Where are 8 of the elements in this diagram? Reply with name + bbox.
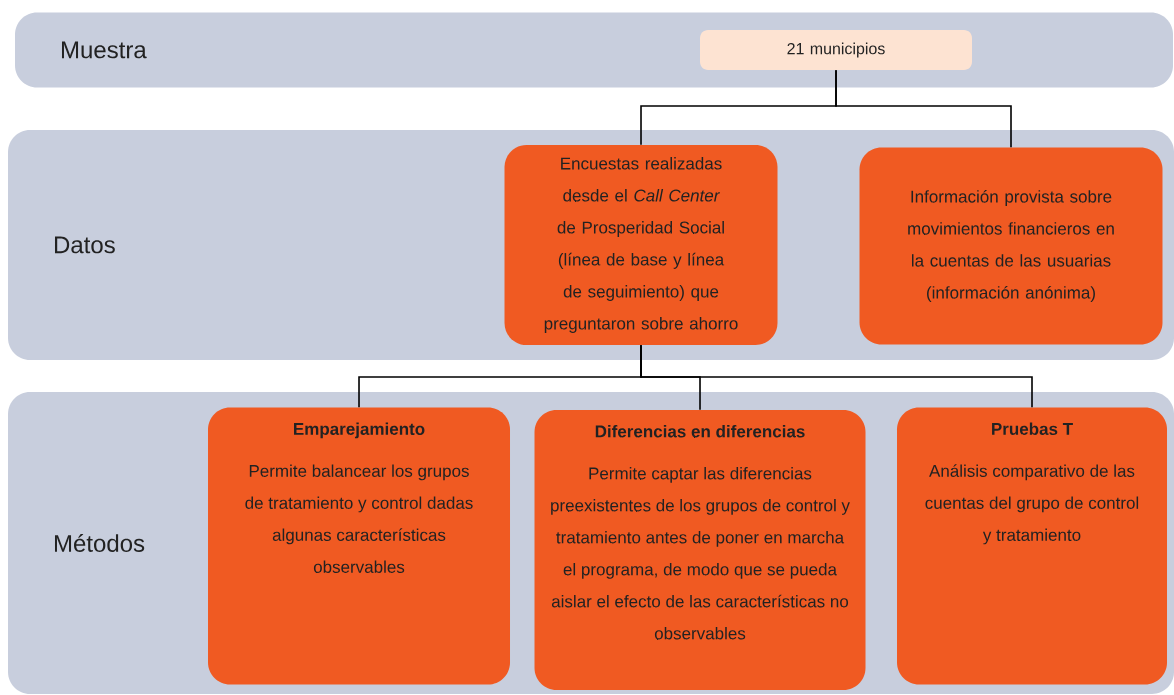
method-box: Diferencias en diferencias Permite captar las diferencias preexistentes de los grupos de control y tratamiento antes de poner en marcha el programa, de modo que se pueda aislar el efecto de las características no observables bbox=[534, 410, 866, 690]
data-box: Información provista sobre movimientos financieros en la cuentas de las usuarias (información anónima) bbox=[859, 147, 1163, 345]
data-box: Encuestas realizadas desde el Call Center de Prosperidad Social (línea de base y línea de seguimiento) que preguntaron sobre ahorro bbox=[504, 145, 778, 345]
connector-line bbox=[640, 344, 1033, 409]
method-box: Pruebas T Análisis comparativo de las cuentas del grupo de control y tratamiento bbox=[897, 407, 1167, 685]
connector-line bbox=[835, 69, 1012, 149]
sample-box: 21 municipios bbox=[700, 30, 972, 70]
method-box: Emparejamiento Permite balancear los grupos de tratamiento y control dadas algunas características observables bbox=[208, 407, 510, 685]
